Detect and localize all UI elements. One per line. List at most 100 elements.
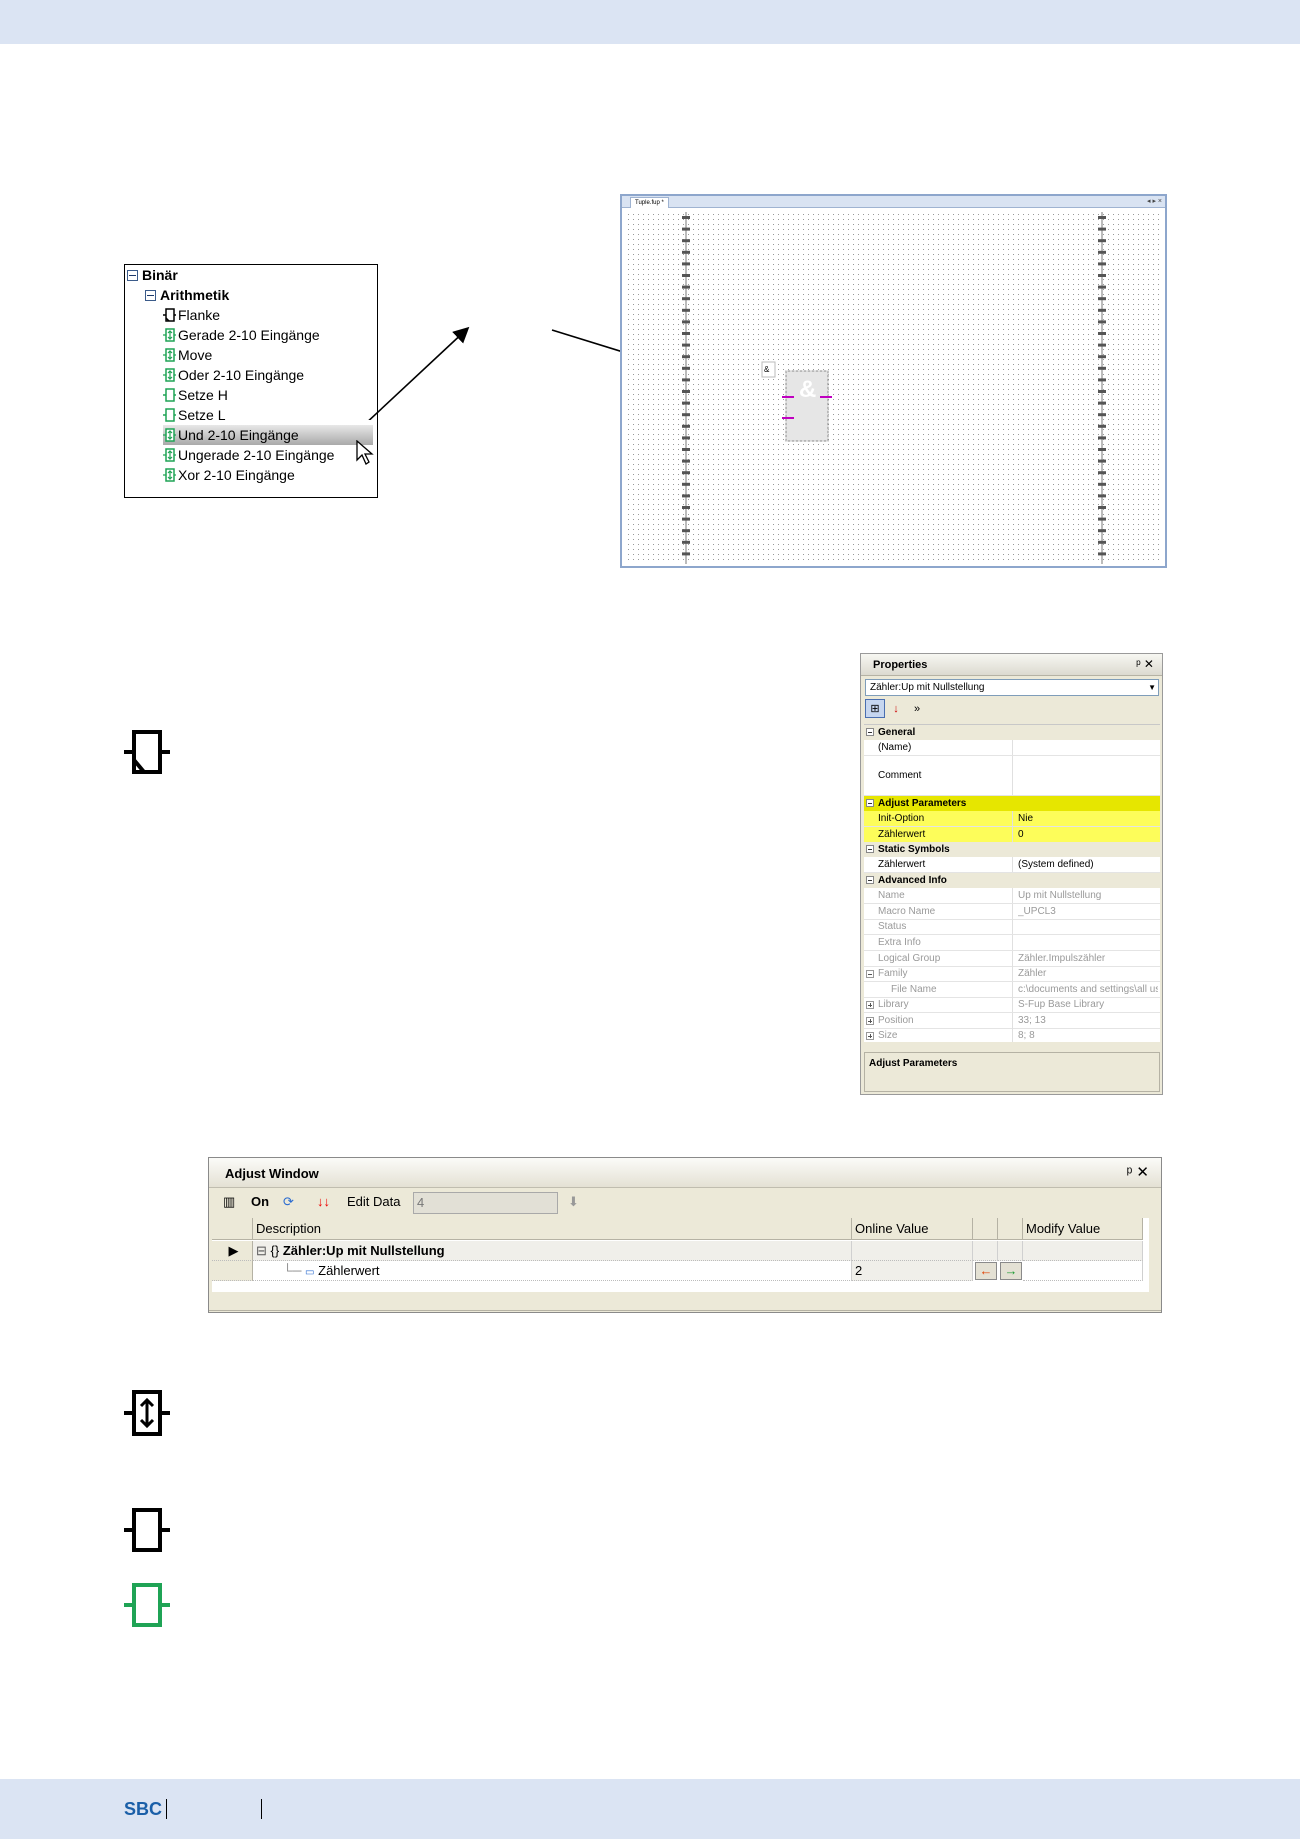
collapse-icon[interactable]: [866, 799, 874, 807]
adjust-window: Adjust Window ᵖ ✕ ▥ On ⟳ ↓↓ Edit Data 4 …: [208, 1157, 1162, 1313]
green-block-icon: [163, 368, 176, 382]
property-row[interactable]: Status: [864, 919, 1160, 935]
collapse-icon[interactable]: [127, 270, 138, 281]
footer-separator: [261, 1799, 262, 1819]
collapse-icon[interactable]: [866, 728, 874, 736]
property-row[interactable]: (Name): [864, 740, 1160, 756]
table-row[interactable]: ▶ ⊟ {} Zähler:Up mit Nullstellung: [212, 1241, 1149, 1261]
green-outline-block-icon: [163, 408, 176, 422]
write-value-button[interactable]: →: [1000, 1262, 1022, 1280]
tree-node-arithmetik[interactable]: Arithmetik: [145, 285, 229, 305]
editor-tab-bar: Tuple.fup * ◂ ▸ ×: [622, 196, 1165, 208]
tree-item-oder[interactable]: Oder 2-10 Eingänge: [163, 365, 304, 385]
read-value-button[interactable]: ←: [975, 1262, 997, 1280]
apply-arrow-icon[interactable]: ⬇: [568, 1194, 579, 1209]
editor-tab[interactable]: Tuple.fup *: [630, 197, 669, 208]
brand-logo: SBC: [124, 1799, 163, 1819]
pin-close-icon[interactable]: ᵖ ✕: [1126, 1164, 1149, 1181]
move-block-icon: [124, 1390, 170, 1436]
tab-controls[interactable]: ◂ ▸ ×: [1146, 198, 1162, 205]
tree-item-flanke[interactable]: Flanke: [163, 305, 220, 325]
collapse-icon[interactable]: ⊟: [256, 1243, 267, 1258]
svg-text:&: &: [799, 376, 816, 403]
adjust-bottom-tabs: [209, 1310, 1161, 1313]
collapse-icon[interactable]: [866, 845, 874, 853]
collapse-icon[interactable]: [866, 970, 874, 978]
black-block-icon: [124, 1508, 170, 1552]
category-static-symbols[interactable]: Static Symbols: [864, 842, 1160, 857]
columns-icon[interactable]: ▥: [223, 1194, 236, 1209]
col-description[interactable]: Description: [253, 1218, 852, 1240]
category-advanced-info[interactable]: Advanced Info: [864, 873, 1160, 888]
tree-item-und[interactable]: Und 2-10 Eingänge: [163, 425, 373, 445]
tree-item-gerade[interactable]: Gerade 2-10 Eingänge: [163, 325, 320, 345]
col-online-value[interactable]: Online Value: [852, 1218, 973, 1240]
property-description: Adjust Parameters: [864, 1052, 1160, 1092]
fup-editor-window: Tuple.fup * ◂ ▸ × & &: [620, 194, 1167, 568]
property-row[interactable]: Zählerwert(System defined): [864, 857, 1160, 873]
green-block-icon: [163, 468, 176, 482]
col-modify-value[interactable]: Modify Value: [1023, 1218, 1143, 1240]
properties-panel: Properties ᵖ ✕ Zähler:Up mit Nullstellun…: [860, 653, 1163, 1095]
tree-item-xor[interactable]: Xor 2-10 Eingänge: [163, 465, 295, 485]
green-block-icon: [163, 328, 176, 342]
tree-node-binaer[interactable]: Binär: [127, 265, 178, 285]
green-block-icon: [124, 1583, 170, 1627]
edit-data-label: Edit Data: [347, 1194, 401, 1209]
object-selector[interactable]: Zähler:Up mit Nullstellung ▼: [865, 679, 1159, 696]
online-button[interactable]: On: [251, 1194, 270, 1209]
block-icon: {}: [270, 1243, 280, 1258]
refresh-icon[interactable]: ⟳: [283, 1194, 294, 1209]
footer-separator: [166, 1799, 167, 1819]
property-row[interactable]: Macro Name_UPCL3: [864, 904, 1160, 920]
pin-close-icon[interactable]: ᵖ ✕: [1136, 657, 1154, 671]
categorized-icon[interactable]: ⊞: [865, 699, 885, 718]
fup-canvas[interactable]: & &: [626, 212, 1161, 564]
tree-item-move[interactable]: Move: [163, 345, 212, 365]
edit-data-input[interactable]: 4: [413, 1192, 558, 1214]
tree-item-ungerade[interactable]: Ungerade 2-10 Eingänge: [163, 445, 334, 465]
tree-item-setze-l[interactable]: Setze L: [163, 405, 225, 425]
properties-toolbar: ⊞ ↓ »: [865, 699, 928, 719]
table-row[interactable]: └─ ▭ Zählerwert 2 ← →: [212, 1261, 1149, 1281]
symbol-icon: ▭: [305, 1267, 315, 1278]
adjust-table: Description Online Value Modify Value ▶ …: [212, 1218, 1149, 1292]
category-general[interactable]: General: [864, 725, 1160, 740]
green-block-icon: [163, 348, 176, 362]
properties-header: Properties ᵖ ✕: [861, 654, 1162, 676]
chevron-down-icon[interactable]: ▼: [1148, 683, 1156, 692]
download-icon[interactable]: ↓↓: [317, 1194, 330, 1209]
svg-text:&: &: [764, 365, 770, 374]
expand-icon[interactable]: [866, 1001, 874, 1009]
footer-band: SBC: [0, 1779, 1300, 1839]
more-icon[interactable]: »: [913, 703, 921, 715]
row-selector-icon[interactable]: ▶: [212, 1241, 253, 1261]
sort-alpha-icon[interactable]: ↓: [893, 703, 899, 715]
tree-item-setze-h[interactable]: Setze H: [163, 385, 228, 405]
counter-block-icon: [124, 730, 170, 774]
category-adjust-parameters[interactable]: Adjust Parameters: [864, 796, 1160, 811]
arrow-to-editor: [368, 326, 470, 420]
property-grid: General (Name) Comment Adjust Parameters…: [864, 724, 1160, 1042]
green-outline-block-icon: [163, 388, 176, 402]
top-band: [0, 0, 1300, 44]
expand-icon[interactable]: [866, 1017, 874, 1025]
property-row[interactable]: Extra Info: [864, 935, 1160, 951]
collapse-icon[interactable]: [866, 876, 874, 884]
mouse-cursor-icon: [356, 440, 374, 465]
green-block-icon: [163, 448, 176, 462]
adjust-window-header: Adjust Window ᵖ ✕: [209, 1158, 1161, 1188]
expand-icon[interactable]: [866, 1032, 874, 1040]
property-row[interactable]: Comment: [864, 756, 1160, 796]
block-library-tree: Binär Arithmetik Flanke Gerade 2-10 Eing…: [124, 264, 378, 498]
collapse-icon[interactable]: [145, 290, 156, 301]
